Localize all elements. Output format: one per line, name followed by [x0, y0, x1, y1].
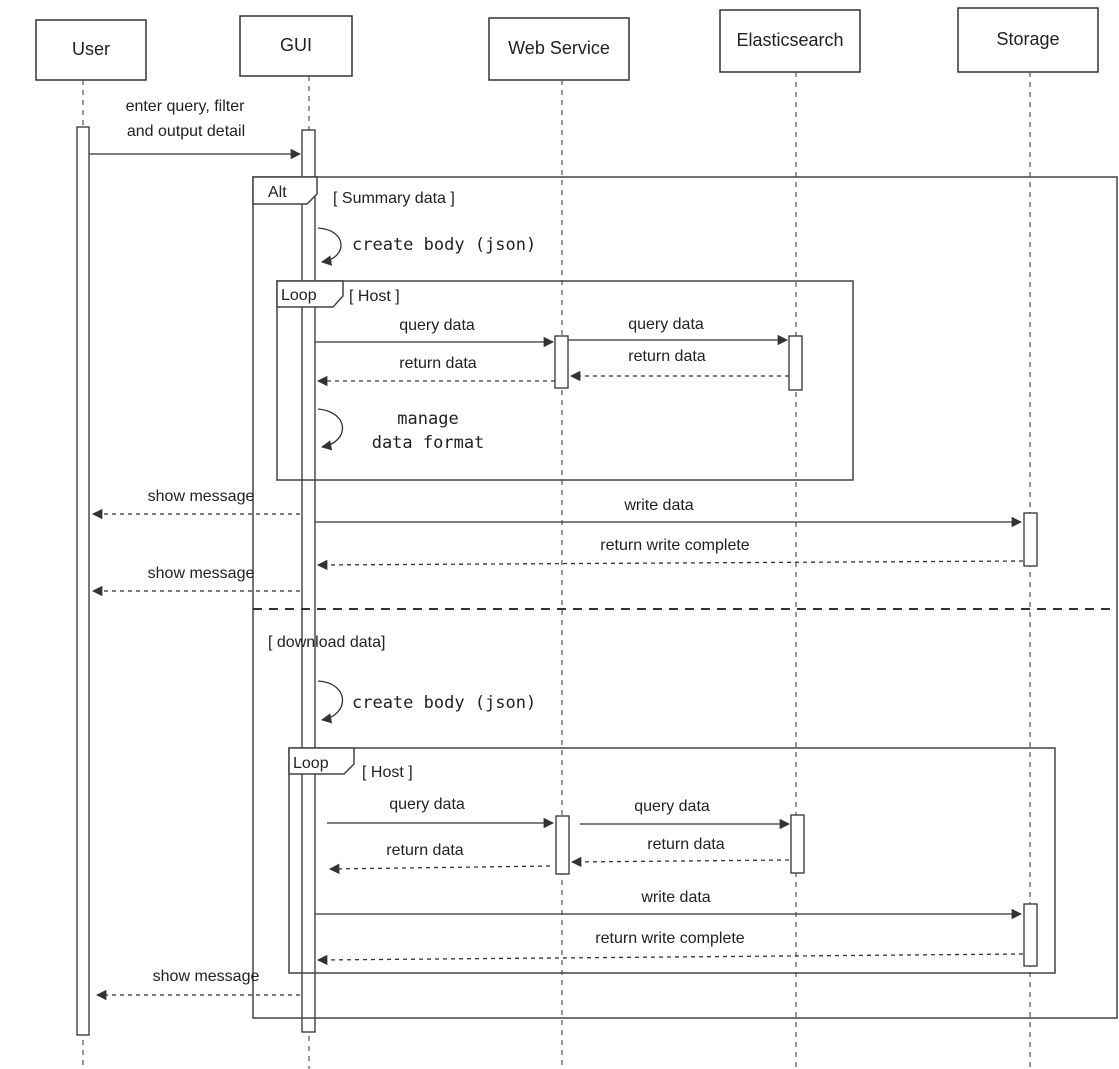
activation-storage-1	[1023, 512, 1038, 567]
loop-frame-1: Loop [ Host ]	[276, 280, 854, 481]
loop-label-2: Loop	[293, 755, 329, 772]
self-call-manage-data-format	[317, 408, 344, 451]
manage-label-line2: data format	[372, 433, 485, 453]
self-call-create-body-1	[317, 227, 342, 266]
participant-web-service-label: Web Service	[508, 38, 610, 58]
alt-label: Alt	[268, 184, 287, 201]
self-call-create-body-2	[317, 680, 344, 724]
loop-frame-2: Loop [ Host ]	[288, 747, 1056, 974]
activation-web-service-1	[554, 335, 569, 389]
msg-write-data-2: write data	[640, 889, 710, 906]
initial-message-line2: and output detail	[127, 123, 245, 140]
loop-guard-1: [ Host ]	[349, 288, 400, 305]
alt-guard-download: [ download data]	[268, 634, 385, 651]
arrow-return-data-ws-2	[328, 863, 551, 875]
msg-show-message-3: show message	[153, 968, 260, 985]
create-body-label-1: create body (json)	[352, 235, 536, 255]
alt-frame: Alt [ Summary data ] [ download data]	[252, 176, 1118, 1019]
msg-return-write-complete-1: return write complete	[600, 537, 749, 554]
msg-return-data-es-1: return data	[628, 348, 705, 365]
msg-query-data-es-2: query data	[634, 798, 710, 815]
participant-storage-label: Storage	[996, 29, 1059, 49]
msg-query-data-ws-1: query data	[399, 317, 475, 334]
activation-elasticsearch-2	[790, 814, 805, 874]
msg-return-data-ws-2: return data	[386, 842, 463, 859]
msg-return-data-ws-1: return data	[399, 355, 476, 372]
arrow-return-data-es-2	[570, 856, 790, 868]
msg-show-message-1: show message	[148, 488, 255, 505]
activation-gui	[301, 129, 316, 1033]
participant-web-service: Web Service	[488, 17, 630, 81]
arrow-return-write-complete-2	[316, 953, 1024, 966]
create-body-label-2: create body (json)	[352, 693, 536, 713]
participant-gui-label: GUI	[280, 35, 312, 55]
arrow-return-write-complete-1	[316, 559, 1024, 571]
activation-elasticsearch-1	[788, 335, 803, 391]
manage-label-line1: manage	[397, 409, 458, 429]
msg-query-data-ws-2: query data	[389, 796, 465, 813]
initial-message-line1: enter query, filter	[126, 98, 246, 115]
loop-guard-2: [ Host ]	[362, 764, 413, 781]
participant-elasticsearch: Elasticsearch	[719, 9, 861, 73]
msg-return-write-complete-2: return write complete	[595, 930, 744, 947]
participant-elasticsearch-label: Elasticsearch	[736, 30, 843, 50]
participant-storage: Storage	[957, 7, 1099, 73]
participant-user: User	[35, 19, 147, 81]
msg-return-data-es-2: return data	[647, 836, 724, 853]
msg-write-data-1: write data	[623, 497, 693, 514]
msg-query-data-es-1: query data	[628, 316, 704, 333]
activation-storage-2	[1023, 903, 1038, 967]
alt-guard-summary: [ Summary data ]	[333, 190, 455, 207]
participant-user-label: User	[72, 39, 110, 59]
loop-label-1: Loop	[281, 287, 317, 304]
activation-web-service-2	[555, 815, 570, 875]
activation-user	[76, 126, 90, 1036]
msg-show-message-2: show message	[148, 565, 255, 582]
participant-gui: GUI	[239, 15, 353, 77]
